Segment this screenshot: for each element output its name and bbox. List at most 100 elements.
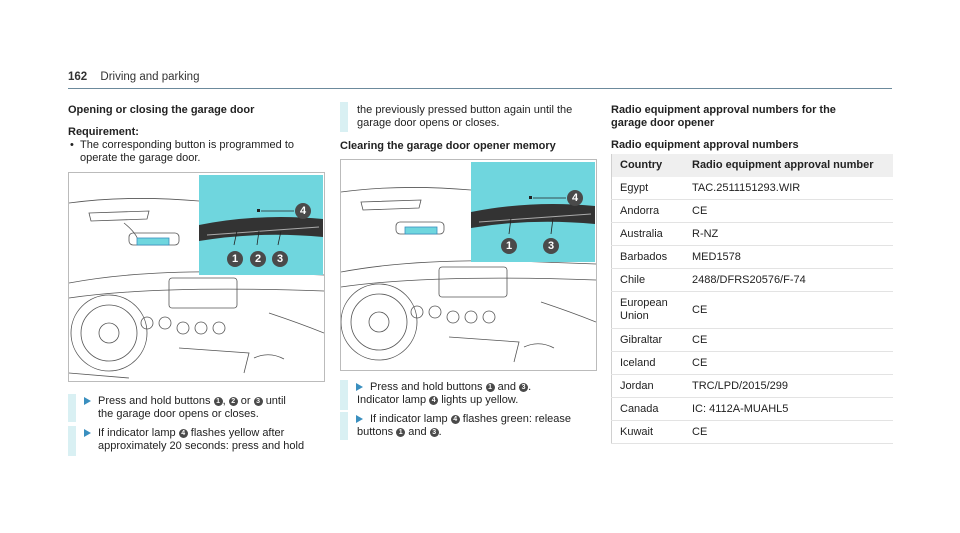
- dashboard-illustration: [341, 187, 596, 363]
- step-text: lights up yellow.: [441, 394, 519, 406]
- table-header-row: Country Radio equipment approval number: [611, 154, 893, 177]
- triangle-arrow-icon: [84, 429, 91, 437]
- col3-heading-line1: Radio equipment approval numbers for the: [611, 104, 836, 116]
- col1-step2-line2: approximately 20 seconds: press and hold: [98, 440, 305, 452]
- col2-step2-line1: If indicator lamp 4 flashes green: relea…: [370, 413, 571, 426]
- approval-number-cell: TRC/LPD/2015/299: [684, 374, 893, 398]
- overhead-panel-illustration: [199, 209, 323, 246]
- country-cell: Canada: [611, 397, 684, 421]
- page-number: 162: [68, 71, 88, 83]
- callout-3: 3: [543, 238, 559, 254]
- triangle-arrow-icon: [356, 383, 363, 391]
- requirement-bullet: •: [70, 139, 74, 151]
- country-cell: Iceland: [611, 351, 684, 375]
- approval-table: Country Radio equipment approval number …: [611, 154, 893, 444]
- zoom-inset: 1 3 4: [471, 162, 595, 262]
- triangle-arrow-icon: [356, 415, 363, 423]
- requirement-line2: operate the garage door.: [80, 152, 201, 164]
- step-text: flashes yellow after: [190, 427, 285, 439]
- callout-4: 4: [429, 396, 439, 405]
- col2-step1-line2: Indicator lamp 4 lights up yellow.: [357, 394, 518, 407]
- callout-4: 4: [567, 190, 583, 206]
- approval-number-cell: 2488/DFRS20576/F-74: [684, 268, 893, 292]
- column-header: Country: [611, 154, 684, 177]
- step-text: Press and hold buttons: [98, 395, 211, 407]
- callout-2: 2: [228, 397, 238, 406]
- step-text: .: [438, 426, 442, 438]
- approval-number-cell: CE: [684, 420, 893, 444]
- figure-clear-memory: 1 3 4: [340, 159, 597, 371]
- callout-1: 1: [213, 397, 223, 406]
- col2-step2-line2: buttons 1 and 3.: [357, 426, 442, 439]
- step-bar: [68, 394, 76, 422]
- approval-number-cell: CE: [684, 351, 893, 375]
- col1-step2-line1: If indicator lamp 4 flashes yellow after: [98, 427, 284, 440]
- section-title: Driving and parking: [100, 71, 200, 83]
- page-header: 162 Driving and parking: [68, 71, 199, 83]
- approval-number-cell: MED1578: [684, 245, 893, 269]
- step-text: buttons: [357, 426, 394, 438]
- col3-subheading: Radio equipment approval numbers: [611, 139, 799, 151]
- step-text: until: [265, 395, 286, 407]
- step-text: and: [408, 426, 427, 438]
- step-text: and: [497, 381, 517, 393]
- step-bar: [340, 412, 348, 440]
- step-bar: [340, 102, 348, 132]
- callout-3: 3: [519, 383, 529, 392]
- callout-1: 1: [485, 383, 495, 392]
- overhead-panel-illustration: [471, 196, 595, 235]
- col2-step1-line1: Press and hold buttons 1 and 3.: [370, 381, 531, 394]
- requirement-label: Requirement:: [68, 126, 139, 138]
- approval-number-cell: CE: [684, 291, 893, 329]
- step-text: If indicator lamp: [98, 427, 176, 439]
- col1-step1-line2: the garage door opens or closes.: [98, 408, 259, 420]
- column-header: Radio equipment approval number: [684, 154, 893, 177]
- approval-number-cell: CE: [684, 199, 893, 223]
- approval-number-cell: TAC.2511151293.WIR: [684, 177, 893, 200]
- header-divider: [68, 88, 892, 89]
- callout-4: 4: [295, 203, 311, 219]
- step-text: Press and hold buttons: [370, 381, 483, 393]
- step-text: If indicator lamp: [370, 413, 448, 425]
- callout-3: 3: [253, 397, 263, 406]
- figure-garage-buttons: 1 2 3 4: [68, 172, 325, 382]
- country-cell: Australia: [611, 222, 684, 246]
- col2-cont-line2: garage door opens or closes.: [357, 117, 500, 129]
- country-cell: Jordan: [611, 374, 684, 398]
- col1-heading: Opening or closing the garage door: [68, 104, 255, 116]
- callout-1: 1: [227, 251, 243, 267]
- country-cell: Chile: [611, 268, 684, 292]
- step-text: or: [240, 395, 251, 407]
- callout-3: 3: [272, 251, 288, 267]
- callout-4: 4: [178, 429, 188, 438]
- step-text: flashes green: release: [462, 413, 572, 425]
- country-cell: Gibraltar: [611, 328, 684, 352]
- step-text: .: [528, 381, 532, 393]
- approval-number-cell: CE: [684, 328, 893, 352]
- col1-step1-line1: Press and hold buttons 1, 2 or 3 until: [98, 395, 286, 408]
- callout-1: 1: [396, 428, 406, 437]
- callout-3: 3: [429, 428, 439, 437]
- step-text: ,: [222, 395, 226, 407]
- zoom-inset: 1 2 3 4: [199, 175, 323, 275]
- callout-2: 2: [250, 251, 266, 267]
- step-bar: [68, 426, 76, 456]
- country-cell: Barbados: [611, 245, 684, 269]
- approval-number-cell: R-NZ: [684, 222, 893, 246]
- col3-heading-line2: garage door opener: [611, 117, 715, 129]
- requirement-line1: The corresponding button is programmed t…: [80, 139, 295, 151]
- country-cell: Andorra: [611, 199, 684, 223]
- approval-number-cell: IC: 4112A-MUAHL5: [684, 397, 893, 421]
- triangle-arrow-icon: [84, 397, 91, 405]
- col2-heading: Clearing the garage door opener memory: [340, 140, 556, 152]
